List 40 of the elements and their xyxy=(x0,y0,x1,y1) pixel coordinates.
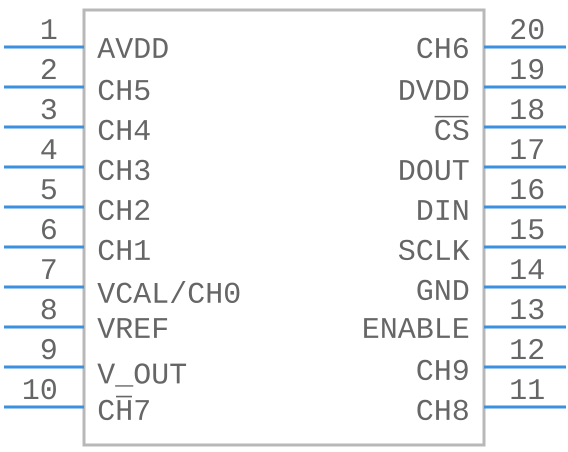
pin-number: 16 xyxy=(511,178,544,200)
pin-name: DOUT xyxy=(400,160,469,180)
pin-number: 4 xyxy=(41,139,56,159)
pin-name: CH7 xyxy=(98,396,149,420)
pin-number: 7 xyxy=(42,259,56,279)
pin-name: VCAL/CH0 xyxy=(97,280,240,304)
pin-number: 13 xyxy=(511,298,544,320)
pin-name: CH9 xyxy=(417,360,468,380)
pin-name: CH8 xyxy=(417,400,468,420)
pin-name: CS xyxy=(434,116,469,140)
pin-name: SCLK xyxy=(398,240,470,260)
pin-number: 11 xyxy=(511,379,544,399)
pin-name: CH6 xyxy=(417,38,468,58)
pin-name: AVDD xyxy=(97,38,168,58)
pin-number: 8 xyxy=(42,298,56,320)
pin-name: DIN xyxy=(418,200,468,220)
pin-name: GND xyxy=(417,280,468,300)
pin-name: V_OUT xyxy=(97,363,186,387)
pin-number: 14 xyxy=(511,259,544,279)
pin-number: 19 xyxy=(511,58,544,80)
pin-number: 18 xyxy=(511,98,544,120)
pin-name: VREF xyxy=(97,318,168,338)
pin-number: 6 xyxy=(42,218,56,240)
pin-name: DVDD xyxy=(400,80,468,100)
pin-name: CH1 xyxy=(98,240,150,260)
pin-name: CH2 xyxy=(98,200,150,220)
pin-number: 15 xyxy=(511,219,544,240)
pin-number: 3 xyxy=(42,98,56,120)
pin-number: 1 xyxy=(42,19,56,39)
pin-number: 5 xyxy=(42,179,56,200)
pin-number: 2 xyxy=(42,58,56,79)
pin-number: 20 xyxy=(511,18,544,40)
pin-number: 12 xyxy=(511,338,544,359)
pin-number: 10 xyxy=(24,378,56,400)
pin-name: CH4 xyxy=(98,120,150,140)
pin-name: CH3 xyxy=(98,160,150,180)
pin-number: 17 xyxy=(511,139,543,159)
pin-number: 9 xyxy=(42,338,56,360)
pin-name: ENABLE xyxy=(364,318,468,338)
pin-name: CH5 xyxy=(98,80,150,100)
